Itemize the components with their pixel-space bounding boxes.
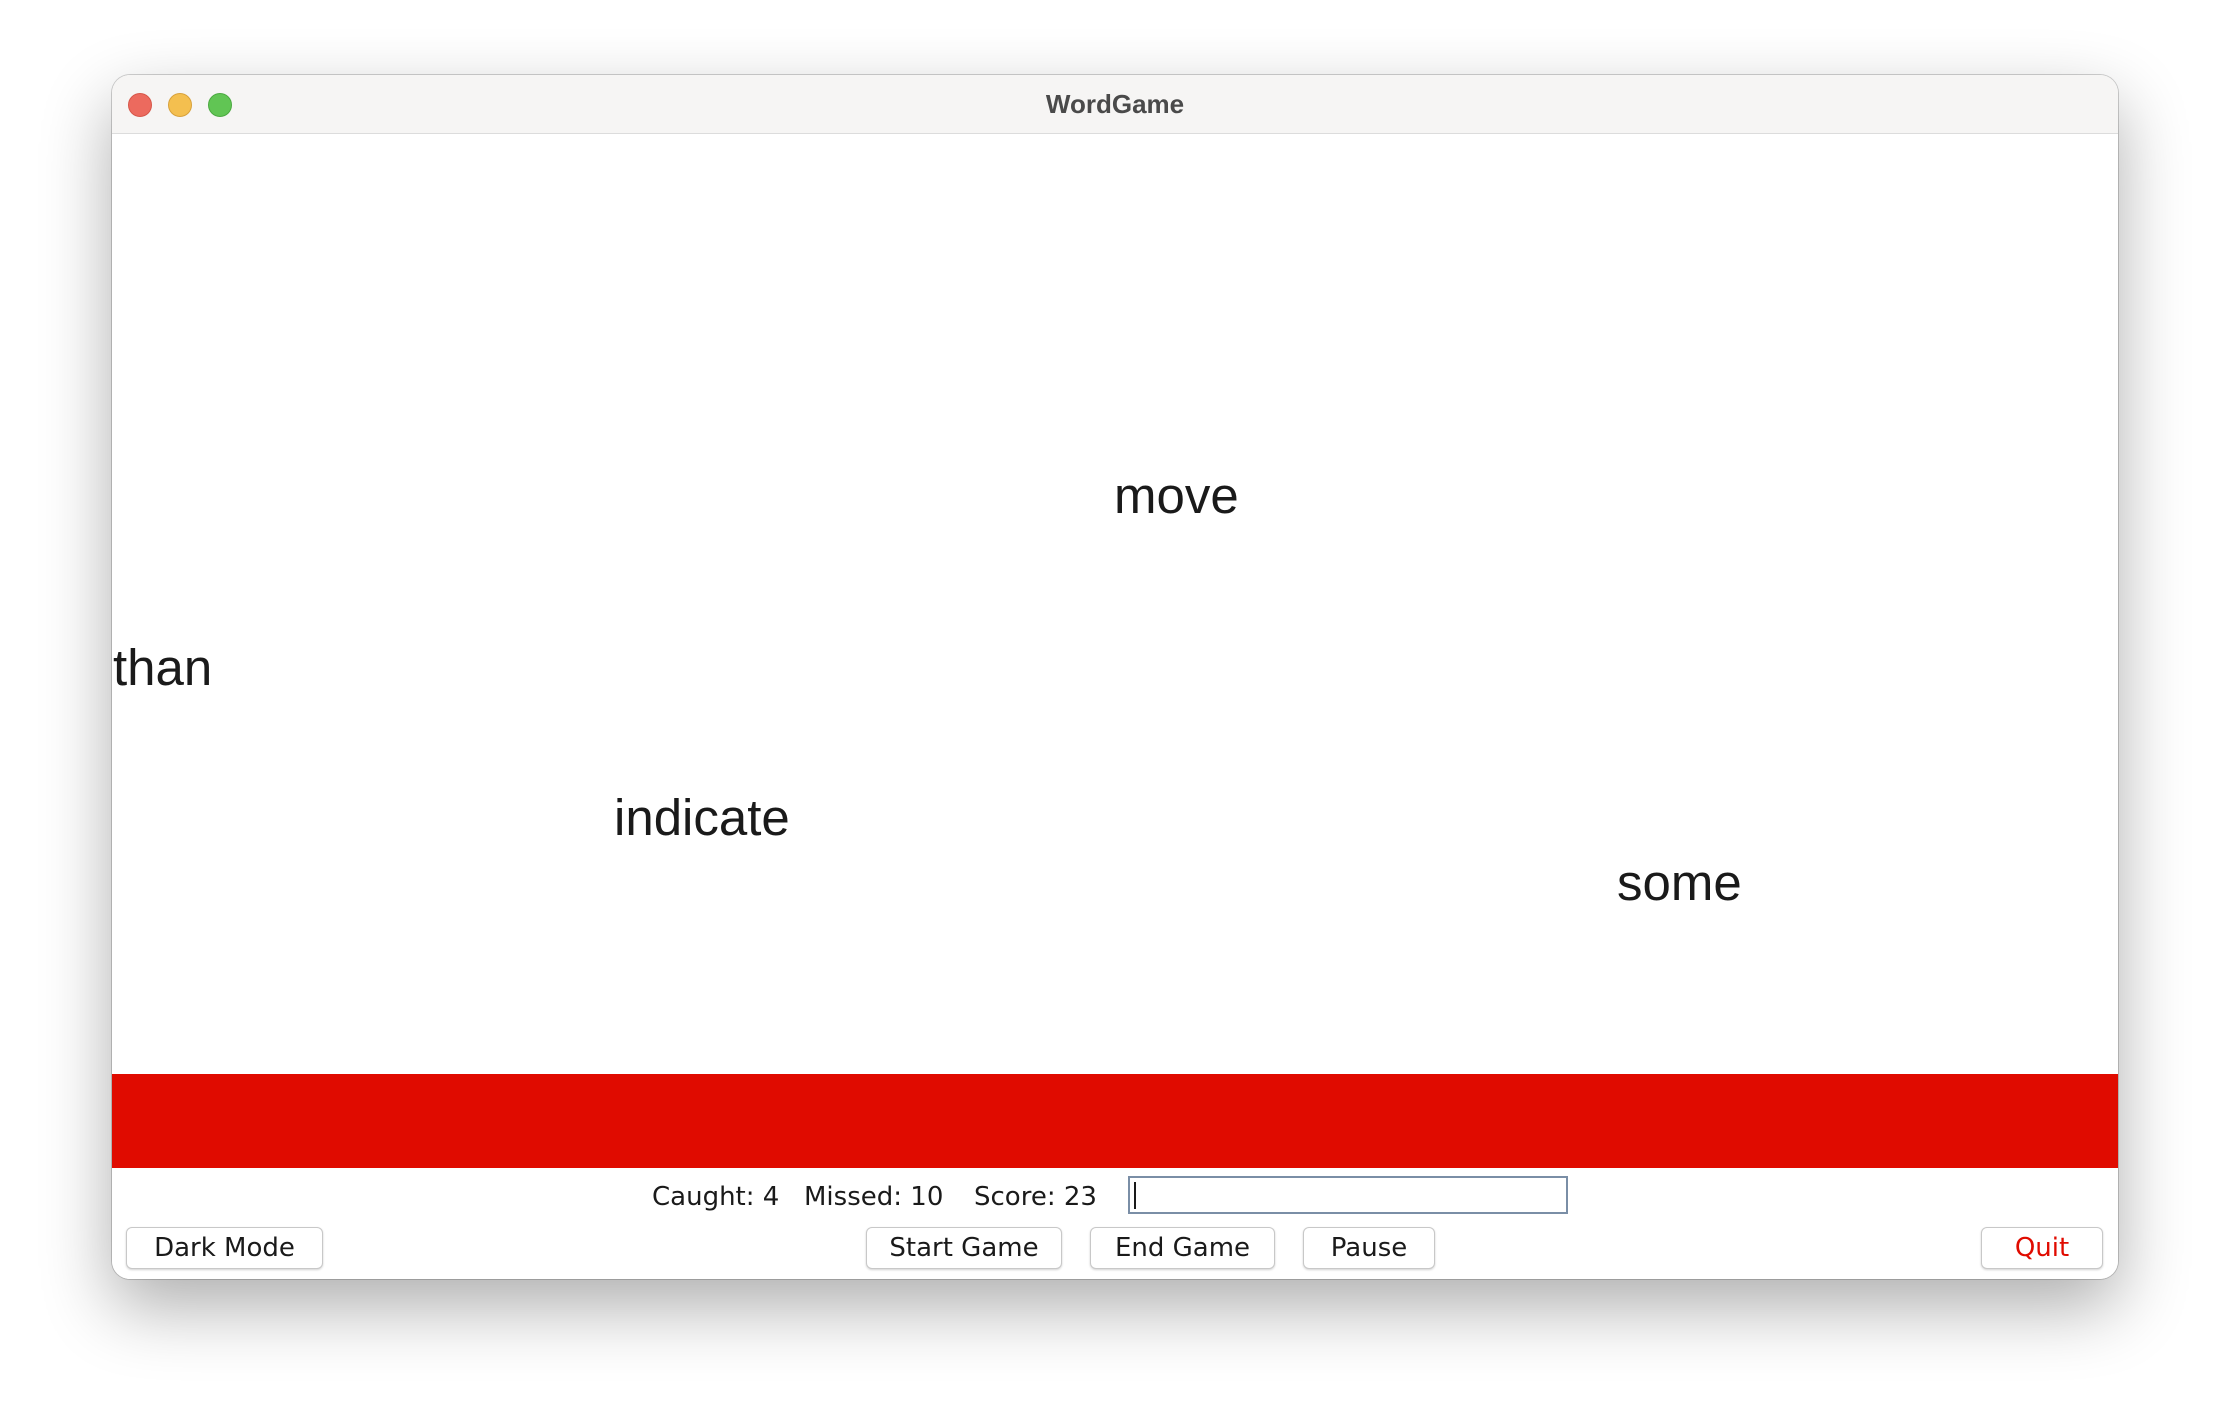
falling-word: some xyxy=(1617,854,1742,911)
ground-bar xyxy=(112,1074,2118,1168)
dark-mode-button[interactable]: Dark Mode xyxy=(126,1227,323,1269)
score-counter: Score: 23 xyxy=(974,1182,1097,1212)
window-title: WordGame xyxy=(1045,89,1185,119)
control-panel: Caught: 4 Missed: 10 Score: 23 Dark Mode… xyxy=(112,1168,2118,1279)
falling-word: move xyxy=(1114,467,1239,524)
start-game-button[interactable]: Start Game xyxy=(866,1227,1062,1269)
missed-counter: Missed: 10 xyxy=(804,1182,944,1212)
text-cursor xyxy=(1134,1182,1136,1209)
word-input[interactable] xyxy=(1128,1176,1568,1214)
minimize-window-button[interactable] xyxy=(168,93,192,117)
game-playfield: move than indicate some xyxy=(112,134,2118,1074)
close-window-button[interactable] xyxy=(128,93,152,117)
maximize-window-button[interactable] xyxy=(208,93,232,117)
pause-button[interactable]: Pause xyxy=(1303,1227,1435,1269)
caught-counter: Caught: 4 xyxy=(652,1182,780,1212)
falling-word: indicate xyxy=(614,789,790,846)
end-game-button[interactable]: End Game xyxy=(1090,1227,1275,1269)
app-window: WordGame move than indicate some Caught:… xyxy=(112,75,2118,1279)
quit-button[interactable]: Quit xyxy=(1981,1227,2103,1269)
falling-word: than xyxy=(113,639,213,696)
title-bar: WordGame xyxy=(112,75,2118,134)
